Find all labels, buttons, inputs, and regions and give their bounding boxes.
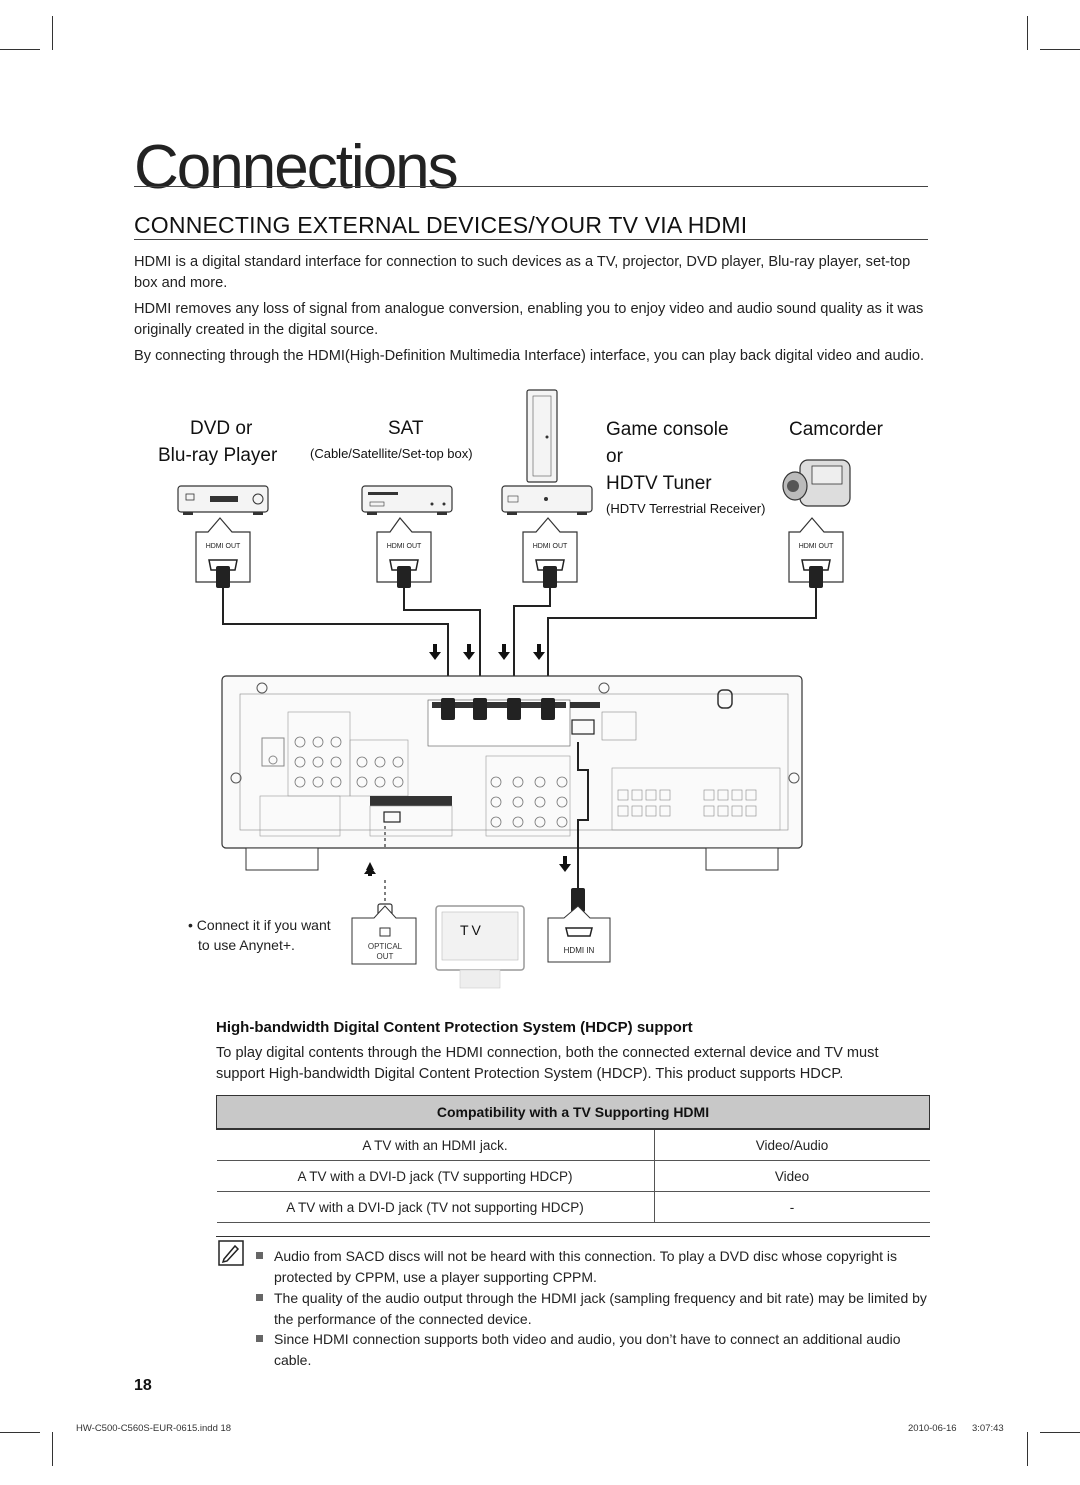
footer-date: 2010-06-16 — [908, 1423, 957, 1434]
anynet-note: • Connect it if you want to use Anynet+. — [188, 915, 331, 955]
section-rule — [134, 239, 928, 240]
tv-type-cell: A TV with a DVI-D jack (TV not supportin… — [216, 1191, 655, 1223]
hdmi-out-label: HDMI OUT — [532, 543, 568, 550]
support-cell: - — [654, 1191, 930, 1223]
intro-paragraph-1: HDMI is a digital standard interface for… — [134, 254, 911, 291]
compatibility-table: Compatibility with a TV Supporting HDMI … — [216, 1095, 930, 1223]
note-text: The quality of the audio output through … — [274, 1290, 927, 1327]
crop-mark — [52, 1432, 53, 1466]
chapter-rule — [134, 186, 928, 187]
tv-illustration — [435, 905, 525, 989]
bullet-square — [256, 1294, 263, 1301]
note-text: Since HDMI connection supports both vide… — [274, 1331, 901, 1368]
bullet-square — [256, 1252, 263, 1259]
hdmi-out-label: HDMI OUT — [205, 543, 241, 550]
note-item: Audio from SACD discs will not be heard … — [256, 1246, 930, 1288]
hdmi-in-label: HDMI IN — [563, 946, 595, 955]
tv-type-cell: A TV with an HDMI jack. — [216, 1129, 655, 1161]
support-cell: Video — [654, 1160, 930, 1192]
table-row: A TV with an HDMI jack. Video/Audio — [216, 1129, 930, 1161]
crop-mark — [0, 49, 40, 50]
dvd-player-illustration — [177, 485, 269, 515]
optical-label-line1: OPTICAL — [367, 942, 403, 951]
bullet-square — [256, 1335, 263, 1342]
anynet-line1: Connect it if you want — [196, 917, 331, 933]
notes-rule — [216, 1236, 930, 1237]
sat-box-illustration — [361, 485, 453, 515]
chapter-title: Connections — [134, 133, 459, 202]
note-text: Audio from SACD discs will not be heard … — [274, 1248, 898, 1285]
crop-mark — [52, 16, 53, 50]
hdtv-tuner-label: HDTV Tuner — [606, 473, 712, 494]
hdtv-sublabel: (HDTV Terrestrial Receiver) — [606, 501, 766, 516]
table-row: A TV with a DVI-D jack (TV not supportin… — [216, 1191, 930, 1223]
connection-diagram — [177, 389, 851, 989]
table-row: A TV with a DVI-D jack (TV supporting HD… — [216, 1160, 930, 1192]
compat-table-header: Compatibility with a TV Supporting HDMI — [216, 1095, 930, 1130]
crop-mark — [1027, 1432, 1028, 1466]
intro-paragraph-2: HDMI removes any loss of signal from ana… — [134, 301, 924, 338]
bluray-label: Blu-ray Player — [158, 445, 278, 466]
section-title: CONNECTING EXTERNAL DEVICES/YOUR TV VIA … — [134, 212, 748, 238]
dvd-label: DVD or — [190, 418, 253, 439]
hdmi-out-label: HDMI OUT — [386, 543, 422, 550]
optical-out-label: OPTICAL OUT — [356, 942, 414, 962]
bullet-dot: • — [188, 917, 197, 933]
camcorder-illustration — [782, 459, 851, 507]
intro-paragraph-3: By connecting through the HDMI(High-Defi… — [134, 348, 925, 364]
camcorder-label: Camcorder — [789, 419, 883, 440]
footer-time: 3:07:43 — [972, 1423, 1004, 1434]
anynet-line2: to use Anynet+. — [198, 937, 295, 953]
hdcp-title: High-bandwidth Digital Content Protectio… — [216, 1019, 693, 1036]
footer-file: HW-C500-C560S-EUR-0615.indd 18 — [76, 1423, 232, 1434]
receiver-illustration — [221, 675, 803, 871]
tv-label: TV — [460, 922, 484, 938]
game-console-label: Game console — [606, 419, 729, 440]
tv-type-cell: A TV with a DVI-D jack (TV supporting HD… — [216, 1160, 655, 1192]
or-label: or — [606, 446, 623, 467]
crop-mark — [1040, 1432, 1080, 1433]
sat-sublabel: (Cable/Satellite/Set-top box) — [310, 446, 473, 461]
sat-label: SAT — [388, 418, 424, 439]
note-item: The quality of the audio output through … — [256, 1288, 930, 1330]
hdmi-out-label: HDMI OUT — [798, 543, 834, 550]
crop-mark — [1040, 49, 1080, 50]
note-item: Since HDMI connection supports both vide… — [256, 1329, 930, 1371]
hdcp-text: To play digital contents through the HDM… — [216, 1045, 879, 1082]
optical-label-line2: OUT — [376, 952, 394, 961]
crop-mark — [1027, 16, 1028, 50]
note-icon — [218, 1240, 244, 1266]
game-console-illustration — [501, 389, 593, 515]
page-number: 18 — [134, 1377, 152, 1394]
crop-mark — [0, 1432, 40, 1433]
support-cell: Video/Audio — [654, 1129, 930, 1161]
